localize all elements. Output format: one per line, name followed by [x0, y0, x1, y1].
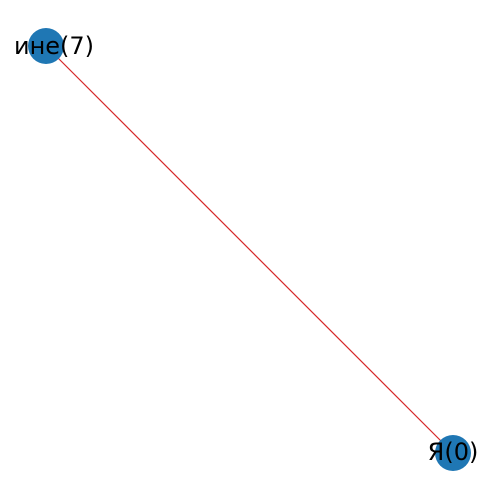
node-label: Я(0): [428, 438, 479, 466]
graph-node: [28, 28, 64, 64]
edges-layer: [45, 45, 454, 454]
graph-edge: [45, 45, 454, 454]
nodes-layer: [28, 28, 471, 471]
graph-node: [435, 435, 471, 471]
labels-layer: ине(7) Я(0): [14, 32, 478, 466]
node-label: ине(7): [14, 32, 94, 60]
